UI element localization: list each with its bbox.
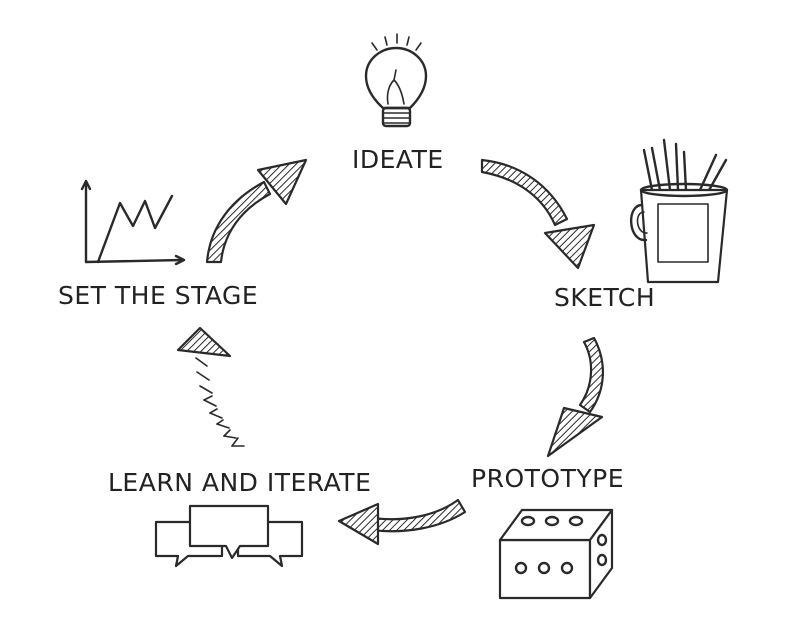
- stage-label-learn-and-iterate: LEARN AND ITERATE: [108, 468, 372, 497]
- arrow-prototype-to-learn: [337, 498, 467, 546]
- arrow-sketch-to-prototype: [546, 336, 604, 458]
- arrow-ideate-to-sketch: [480, 158, 596, 270]
- stage-label-prototype: PROTOTYPE: [471, 464, 624, 493]
- prototype-box-icon: [498, 508, 614, 600]
- speech-bubbles-icon: [154, 504, 304, 568]
- stage-label-ideate: IDEATE: [352, 145, 444, 174]
- line-chart-icon: [80, 179, 186, 266]
- arrow-learn-to-stage: [176, 326, 245, 447]
- lightbulb-icon: [364, 33, 428, 128]
- arrow-stage-to-ideate: [205, 158, 308, 264]
- pencil-cup-icon: [629, 138, 729, 284]
- stage-label-sketch: SKETCH: [554, 283, 656, 312]
- stage-label-set-the-stage: SET THE STAGE: [58, 281, 259, 310]
